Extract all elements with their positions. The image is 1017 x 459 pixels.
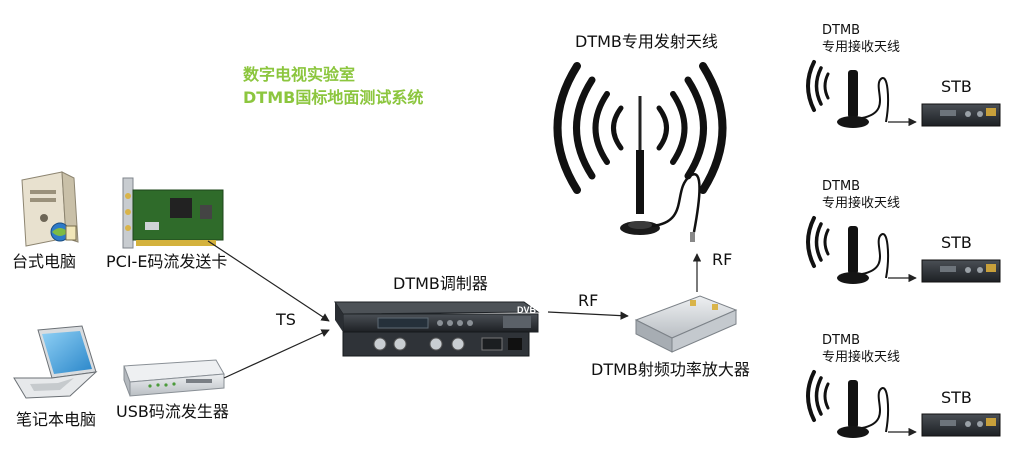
pcie-card-icon <box>122 177 224 249</box>
receiver-3-stb-label: STB <box>941 388 972 407</box>
receiver-1-label-line1: DTMB <box>822 23 861 38</box>
receiver-2-stb-label: STB <box>941 233 972 252</box>
receiver-3-label-line2: 专用接收天线 <box>822 350 901 365</box>
desktop-pc-icon <box>21 171 79 247</box>
label-rf-amplifier-output: RF <box>712 250 733 269</box>
arrow-pcie-to-modulator <box>207 240 330 322</box>
receiver-2-label-line2: 专用接收天线 <box>822 196 901 211</box>
receiver-1-label-line2: 专用接收天线 <box>822 40 901 55</box>
receiver-2-graphics <box>806 216 1001 284</box>
title-line-1: 数字电视实验室 <box>243 65 356 84</box>
label-tx-antenna: DTMB专用发射天线 <box>575 32 718 51</box>
label-ts: TS <box>276 310 296 329</box>
label-modulator: DTMB调制器 <box>393 274 488 293</box>
label-desktop-pc: 台式电脑 <box>12 252 77 271</box>
laptop-icon <box>13 325 98 399</box>
transmit-antenna-icon <box>553 62 727 242</box>
title-line-2: DTMB国标地面测试系统 <box>243 88 424 107</box>
label-usb-generator: USB码流发生器 <box>116 402 229 421</box>
receiver-1-stb-label: STB <box>941 77 972 96</box>
modulator-logo: DVB <box>517 305 537 315</box>
amplifier-device <box>634 295 738 353</box>
label-laptop: 笔记本电脑 <box>16 410 97 429</box>
receiver-1-graphics <box>806 60 1001 128</box>
arrow-modulator-to-amplifier <box>547 311 629 320</box>
receiver-3-label-line1: DTMB <box>822 333 861 348</box>
label-amplifier: DTMB射频功率放大器 <box>591 360 750 379</box>
label-rf-modulator-output: RF <box>578 291 599 310</box>
receiver-2-label-line1: DTMB <box>822 179 861 194</box>
label-pcie-card: PCI-E码流发送卡 <box>106 252 228 271</box>
arrow-usb-to-modulator <box>223 329 330 379</box>
receiver-3-graphics <box>806 370 1001 438</box>
modulator-device <box>334 301 540 357</box>
usb-generator-icon <box>123 359 225 397</box>
